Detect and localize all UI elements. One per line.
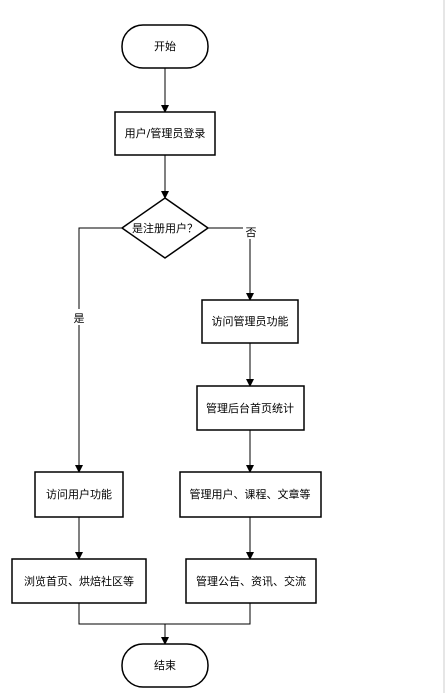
login-label: 用户/管理员登录 — [125, 126, 206, 140]
end-label: 结束 — [154, 659, 176, 672]
login-node — [114, 111, 216, 156]
browse-node — [11, 558, 147, 604]
manage-users-node — [179, 471, 322, 518]
yes-label-bg — [72, 309, 87, 325]
end-node — [121, 643, 209, 688]
manage-notices-node — [185, 558, 317, 604]
no-label-bg — [243, 223, 258, 239]
edge-browse-join — [78, 603, 251, 625]
admin-features-node — [201, 299, 299, 344]
manage-notices-label: 管理公告、资讯、交流 — [196, 574, 306, 588]
right-edge-border — [443, 0, 445, 693]
yes-edge-label: 是 — [74, 312, 85, 325]
user-features-node — [34, 471, 124, 518]
admin-dashboard-node — [196, 385, 305, 431]
admin-features-label: 访问管理员功能 — [212, 314, 289, 328]
admin-dashboard-label: 管理后台首页统计 — [206, 401, 294, 415]
edge-decision-yes — [75, 227, 122, 473]
manage-users-label: 管理用户、课程、文章等 — [190, 487, 311, 501]
start-node — [121, 24, 209, 69]
no-edge-label: 否 — [246, 226, 257, 239]
decision-label: 是注册用户？ — [132, 221, 198, 235]
user-features-label: 访问用户功能 — [46, 487, 112, 501]
browse-label: 浏览首页、烘焙社区等 — [24, 574, 134, 588]
decision-node — [120, 197, 210, 259]
start-label: 开始 — [154, 39, 176, 53]
